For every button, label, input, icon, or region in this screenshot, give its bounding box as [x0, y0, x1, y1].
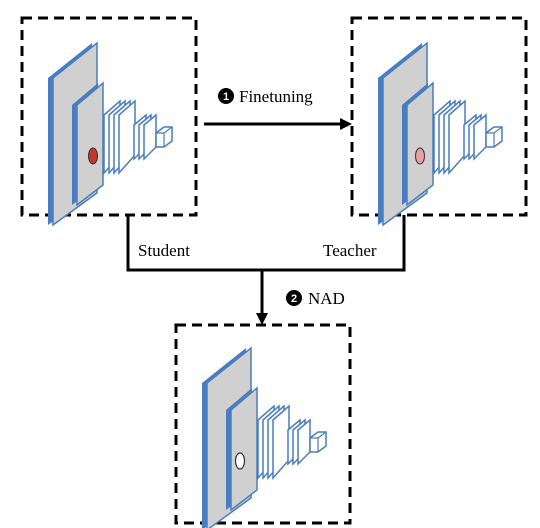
teacher-marker — [415, 147, 425, 165]
student-network-icon — [47, 42, 173, 226]
student-box — [20, 16, 198, 226]
finetuning-arrow — [204, 118, 352, 130]
student-label: Student — [138, 241, 190, 260]
teacher-label: Teacher — [323, 241, 377, 260]
result-box — [174, 323, 352, 528]
result-marker — [234, 452, 246, 470]
finetuning-label: Finetuning — [239, 87, 313, 106]
student-marker — [88, 147, 98, 165]
step-2-badge: 2 — [286, 290, 302, 306]
teacher-network-icon — [377, 42, 503, 226]
result-network-icon — [201, 347, 327, 528]
step-1-badge: 1 — [218, 88, 234, 104]
svg-text:2: 2 — [291, 293, 297, 305]
svg-text:1: 1 — [223, 91, 229, 103]
nad-connector — [126, 215, 406, 325]
nad-label: NAD — [308, 289, 345, 308]
teacher-box — [350, 16, 528, 226]
